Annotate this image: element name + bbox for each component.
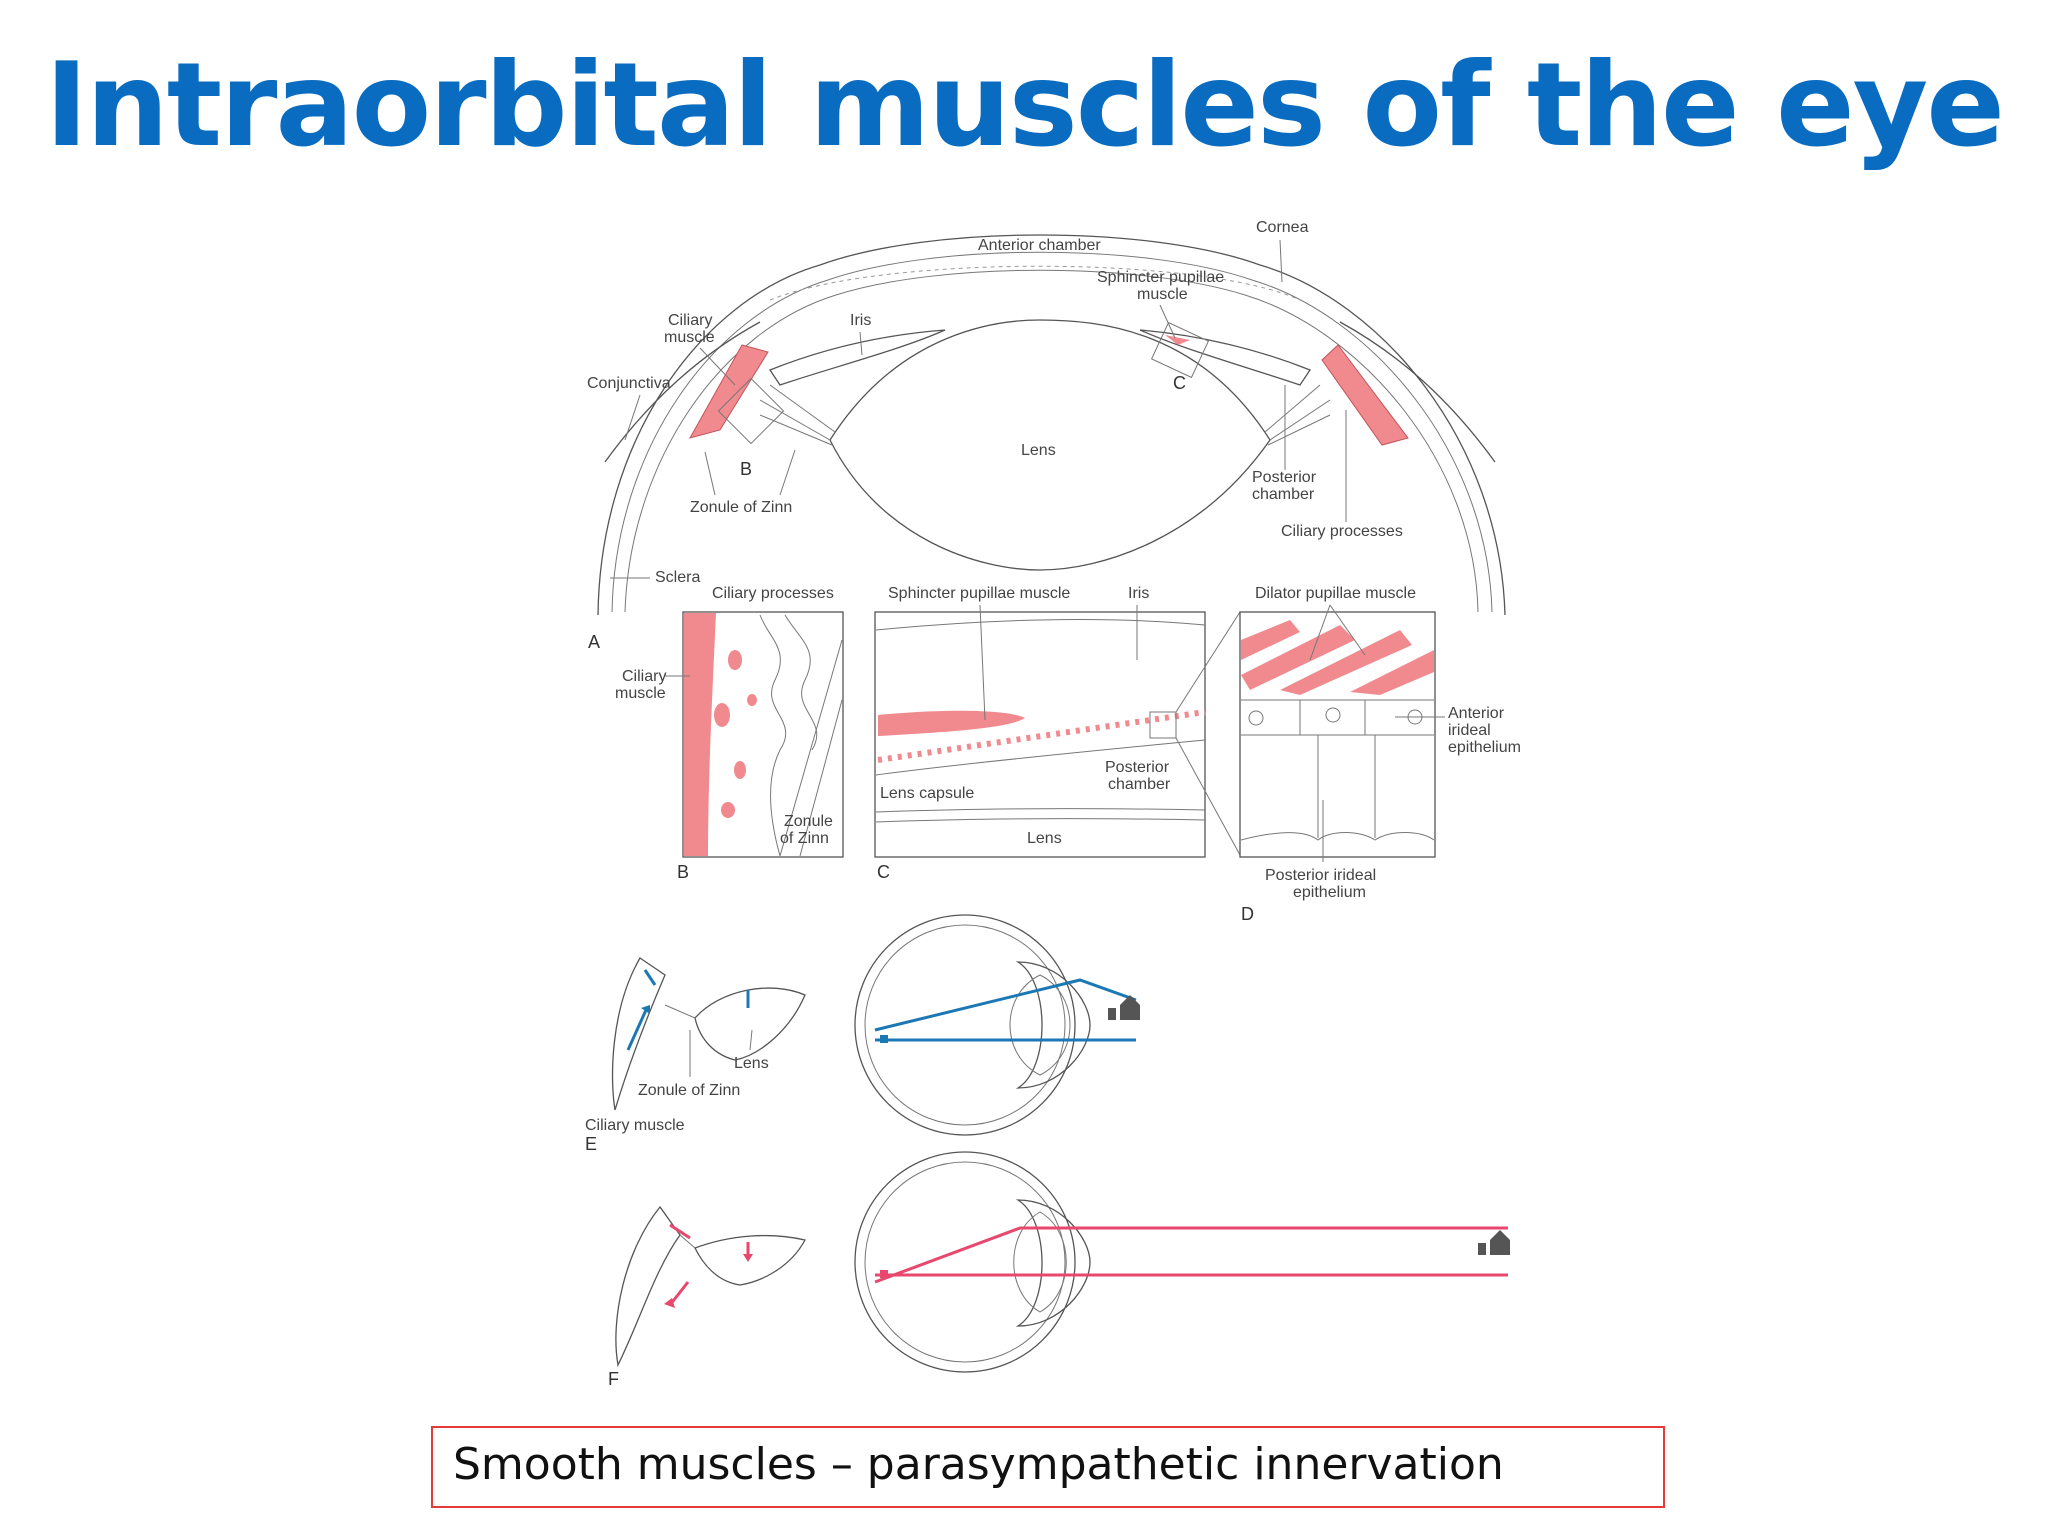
diagram-label: Iris: [850, 312, 871, 329]
diagram-label: Ciliary muscle: [585, 1117, 685, 1134]
panel-e-near-vision: Lens Zonule of Zinn Ciliary muscle E: [585, 914, 1140, 1154]
panel-b-ciliary-detail: Ciliary processes Ciliary muscle Zonule …: [615, 585, 844, 882]
panel-f-far-vision: F: [608, 1151, 1510, 1389]
panel-d-epithelium-detail: Dilator pupillae muscle Anterior irideal…: [1239, 585, 1521, 924]
diagram-label: Sphincter pupillae: [1097, 269, 1224, 286]
panel-a-eye-section: Anterior chamber Cornea Sphincter pupill…: [587, 219, 1506, 652]
diagram-label: epithelium: [1293, 884, 1366, 901]
ciliary-muscle-right: [1321, 344, 1409, 446]
diagram-label: Ciliary processes: [1281, 523, 1403, 540]
diagram-label: Cornea: [1256, 219, 1309, 236]
diagram-label: C: [1173, 373, 1186, 393]
diagram-label: Zonule: [784, 813, 833, 830]
diagram-label: Ciliary processes: [712, 585, 834, 602]
diagram-label: Conjunctiva: [587, 375, 671, 392]
diagram-label: muscle: [615, 685, 666, 702]
diagram-label: Posterior: [1105, 759, 1170, 776]
diagram-label: Ciliary: [622, 668, 666, 685]
diagram-label: B: [740, 459, 752, 479]
diagram-label: of Zinn: [780, 830, 829, 847]
ciliary-muscle-left: [688, 344, 769, 439]
diagram-label: Iris: [1128, 585, 1149, 602]
caption-box: Smooth muscles – parasympathetic innerva…: [431, 1426, 1665, 1508]
diagram-label: Sphincter pupillae muscle: [888, 585, 1070, 602]
diagram-label: Zonule of Zinn: [690, 499, 792, 516]
diagram-label: Lens: [734, 1055, 769, 1072]
panel-e-letter: E: [585, 1134, 597, 1154]
slide-title: Intraorbital muscles of the eye: [45, 38, 2005, 173]
diagram-label: Posterior irideal: [1265, 867, 1376, 884]
panel-f-letter: F: [608, 1369, 619, 1389]
diagram-label: chamber: [1252, 486, 1315, 503]
panel-c-iris-detail: Sphincter pupillae muscle Iris Lens caps…: [874, 585, 1241, 882]
diagram-label: Sclera: [655, 569, 700, 586]
lens-e: [694, 987, 806, 1061]
diagram-label: Posterior: [1252, 469, 1317, 486]
diagram-label: Zonule of Zinn: [638, 1082, 740, 1099]
diagram-label: Lens: [1027, 830, 1062, 847]
diagram-label: epithelium: [1448, 739, 1521, 756]
panel-c-letter: C: [877, 862, 890, 882]
panel-d-letter: D: [1241, 904, 1254, 924]
sphincter-band: [878, 710, 1025, 736]
diagram-label: Anterior: [1448, 705, 1505, 722]
diagram-label: muscle: [1137, 286, 1188, 303]
lens-f: [694, 1234, 806, 1286]
diagram-label: muscle: [664, 329, 715, 346]
diagram-label: Dilator pupillae muscle: [1255, 585, 1416, 602]
panel-a-letter: A: [588, 632, 600, 652]
panel-b-letter: B: [677, 862, 689, 882]
diagram-label: Lens capsule: [880, 785, 974, 802]
diagram-label: chamber: [1108, 776, 1171, 793]
diagram-label: Anterior chamber: [978, 237, 1101, 254]
diagram-label: Lens: [1021, 442, 1056, 459]
sphincter-pupillae-muscle: [1165, 335, 1190, 345]
diagram-label: Ciliary: [668, 312, 712, 329]
diagram-label: irideal: [1448, 722, 1491, 739]
caption-text: Smooth muscles – parasympathetic innerva…: [453, 1439, 1504, 1490]
